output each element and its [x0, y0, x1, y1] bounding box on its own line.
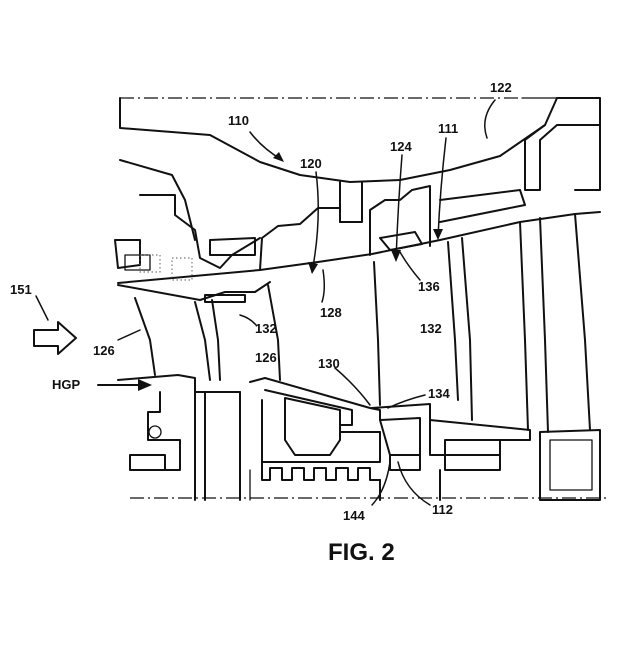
combustor-seal-detail — [125, 255, 150, 270]
shroud-segment-111 — [440, 190, 525, 222]
inlet-flow-arrow — [34, 322, 76, 354]
label-hgp: HGP — [52, 377, 81, 392]
seal-element-136 — [380, 232, 422, 250]
combustor-liner — [120, 160, 195, 240]
outer-clamp — [210, 238, 255, 255]
aft-casing-hook — [525, 125, 600, 190]
blade-2-trailing-edge — [520, 222, 528, 430]
label-134: 134 — [428, 386, 450, 401]
label-130: 130 — [318, 356, 340, 371]
label-126b: 126 — [255, 350, 277, 365]
shank-cavity — [285, 398, 340, 455]
aft-vane-leading-edge — [540, 218, 548, 432]
label-132b: 132 — [420, 321, 442, 336]
blade-2-leading-edge — [462, 238, 472, 420]
label-110: 110 — [228, 113, 249, 128]
leader-122 — [485, 100, 495, 138]
combustor-seal — [115, 240, 140, 268]
label-132a: 132 — [255, 321, 277, 336]
label-126a: 126 — [93, 343, 115, 358]
leader-132a — [240, 315, 256, 325]
figure-caption: FIG. 2 — [328, 539, 395, 566]
vane-2-trailing-edge — [448, 242, 458, 400]
leader-111 — [438, 138, 446, 238]
bolt-head — [130, 455, 165, 470]
casing-flange — [340, 182, 362, 222]
leader-124 — [396, 155, 402, 260]
label-122: 122 — [490, 80, 512, 95]
aft-casing-wall — [557, 98, 600, 190]
leader-120 — [312, 172, 318, 272]
nozzle-outer-band — [118, 282, 270, 300]
hgp-arrowhead — [138, 379, 152, 391]
label-111: 111 — [438, 121, 458, 136]
leader-110-head — [273, 152, 284, 162]
label-112: 112 — [432, 502, 453, 517]
seal-arm — [390, 455, 420, 470]
seal-land-144 — [380, 418, 420, 455]
vane-2-leading-edge — [374, 262, 380, 405]
leader-120-head — [308, 262, 318, 274]
combustor-outer-wall — [140, 195, 260, 268]
leader-136 — [400, 252, 420, 280]
leader-128 — [322, 270, 324, 302]
blade-1-leading-edge — [212, 300, 220, 380]
bolt-hole — [149, 426, 161, 438]
label-144: 144 — [343, 508, 365, 523]
leader-151 — [36, 296, 48, 320]
vane-1-trailing-edge — [195, 302, 210, 380]
dovetail-teeth — [262, 462, 380, 480]
leader-126a — [118, 330, 140, 340]
rotor-platform-130 — [250, 378, 380, 420]
vane-1-leading-edge — [135, 298, 155, 375]
label-124: 124 — [390, 139, 412, 154]
label-128: 128 — [320, 305, 342, 320]
label-136: 136 — [418, 279, 440, 294]
aft-vane-trailing-edge — [575, 214, 590, 430]
nozzle-inner-band — [118, 375, 240, 392]
outer-casing — [120, 98, 557, 182]
aft-frame-inner-detail — [550, 440, 592, 490]
label-120: 120 — [300, 156, 322, 171]
leader-111-head — [433, 229, 443, 240]
label-151: 151 — [10, 282, 32, 297]
